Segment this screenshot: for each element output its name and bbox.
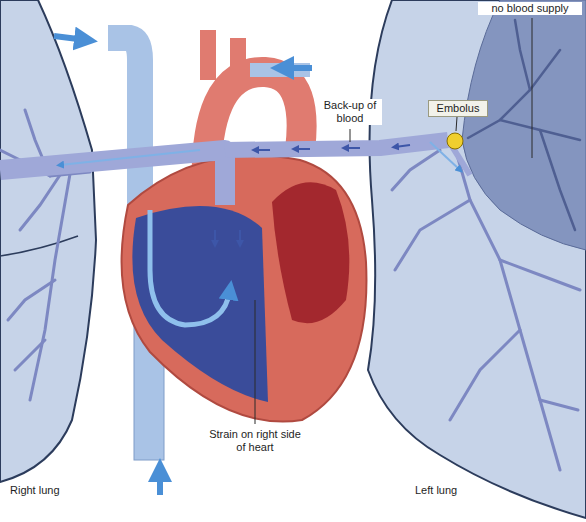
flow-arrow [255,149,270,151]
lung-vessel [540,130,575,230]
heart [122,155,367,421]
entry-arrow [157,470,163,495]
flow-arrow [214,230,216,244]
aortic-branch [230,38,246,78]
embolus-label: Embolus [428,100,488,117]
lung-vessel [450,330,520,420]
flow-arrow [395,145,410,147]
right-ventricle [132,206,268,402]
strain-label: Strain on right side of heart [205,428,305,454]
flow-arrow [239,230,241,244]
leader-line [532,18,533,158]
flow-label: Back-up of blood [318,99,382,125]
lung-vessel [20,175,60,230]
flow-line [60,150,200,165]
leader-line [350,129,351,142]
right-lung [0,0,96,482]
lung-label: Right lung [10,484,100,497]
dead-vessels [468,20,580,230]
entry-arrow [282,65,312,71]
flow-arrow [295,148,310,150]
lung-vessel [455,148,560,470]
leader-line [255,300,256,424]
lung-vessel [8,280,55,320]
left-lung-vessels [392,148,580,470]
pulmonary-artery [0,150,225,205]
flow-lines [60,142,460,170]
lung-vessel [468,50,560,138]
lung-vessel [392,150,440,190]
blood-flow-path [150,210,230,325]
pulmonary-artery [225,140,448,150]
flow-arrow [345,147,360,149]
lung-fissure [0,236,78,256]
lung-vessel [395,200,470,270]
lung-vessel [540,400,578,410]
no-blood-region [462,0,586,250]
lung-vessel [500,260,580,290]
lung-vessel [30,174,70,400]
entry-arrow [54,36,86,40]
lung-vessel [15,340,45,370]
embolus-clot [447,133,463,149]
aortic-branch [200,30,216,80]
entry-arrows [54,36,312,495]
leader-line [456,117,457,131]
lung-label: Left lung [415,484,505,497]
region-label: no blood supply [478,2,582,15]
left-ventricle [272,182,349,323]
left-lung [368,0,586,518]
backflow-arrows [215,145,410,244]
leader-lines [255,18,532,424]
lung-vessel [515,20,530,90]
